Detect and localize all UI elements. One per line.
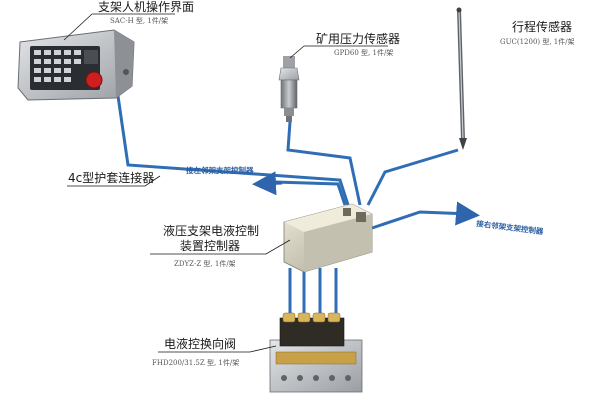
right-connection-label: 接右邻架支架控制器 <box>476 218 545 236</box>
hmi-title: 支架人机操作界面 <box>98 0 194 14</box>
arrow-left <box>252 171 283 196</box>
valve-block-icon <box>269 312 363 393</box>
leader-controller <box>150 239 291 255</box>
rod-sensor-icon <box>456 7 467 150</box>
leader-pressure <box>289 45 388 59</box>
leader-hmi <box>63 13 175 41</box>
hmi-spec: SAC-H 型, 1件/架 <box>110 16 168 25</box>
leader-valve <box>158 345 277 353</box>
valve-title: 电液控换向阀 <box>164 336 236 351</box>
arrow-right <box>455 201 480 226</box>
controller-box-icon <box>283 203 373 273</box>
controller-title-line1: 液压支架电液控制 <box>163 223 259 238</box>
left-connection-label: 接左邻架支架控制器 <box>186 165 254 175</box>
controller-title-line2: 装置控制器 <box>180 239 240 253</box>
cable-right <box>371 210 471 230</box>
cable-left <box>274 180 347 206</box>
cable-travel <box>366 148 459 206</box>
leader-connector <box>67 175 161 187</box>
controller-spec: ZDYZ-Z 型, 1件/架 <box>174 259 236 268</box>
connector-title: 4c型护套连接器 <box>68 170 154 185</box>
cable-hmi <box>116 95 350 206</box>
pressure-spec: GPD60 型, 1件/架 <box>334 48 393 57</box>
travel-spec: GUC(1200) 型, 1件/架 <box>500 37 575 46</box>
travel-title: 行程传感器 <box>512 19 572 34</box>
control-panel-icon <box>17 29 135 101</box>
valve-spec: FHD200/31.5Z 型, 1件/架 <box>152 358 239 367</box>
cables <box>116 95 471 318</box>
leader-lines <box>63 13 388 353</box>
cable-pressure <box>286 121 362 206</box>
pressure-title: 矿用压力传感器 <box>316 31 400 46</box>
pressure-sensor-icon <box>278 56 300 122</box>
